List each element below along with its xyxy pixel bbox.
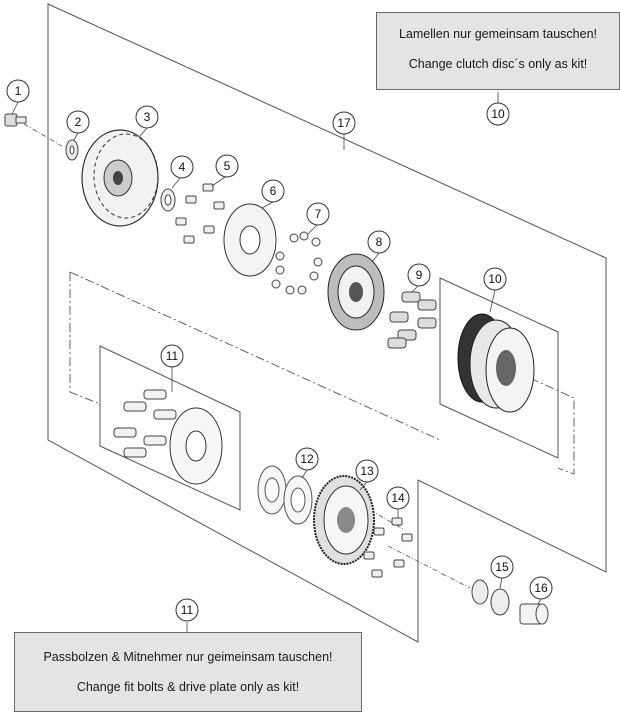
svg-text:11: 11: [181, 603, 194, 617]
callout-10-note: 10: [486, 102, 510, 126]
callout-16: 16: [529, 576, 553, 600]
svg-text:5: 5: [224, 159, 231, 173]
part-15-bearings: [471, 579, 510, 616]
part-16-bushing: [519, 603, 549, 625]
callout-2: 2: [66, 110, 90, 134]
svg-text:6: 6: [270, 184, 277, 198]
assembly-path-line: [69, 271, 575, 475]
svg-text:2: 2: [75, 115, 82, 129]
callout-markers: 1 2 3 4 5 6 7 8 9 10 10 11 11 12 13 14 1…: [6, 79, 553, 622]
svg-text:9: 9: [416, 268, 423, 282]
drive-plate-kit-note: Passbolzen & Mitnehmer nur geimeinsam ta…: [14, 632, 362, 712]
clutch-kit-note-en: Change clutch disc´s only as kit!: [408, 57, 588, 71]
part-10-clutch-discs: [457, 313, 535, 413]
part-9-springs: [387, 291, 437, 349]
svg-text:15: 15: [495, 560, 509, 574]
drive-plate-kit-note-de: Passbolzen & Mitnehmer nur geimeinsam ta…: [43, 650, 333, 664]
callout-10-part: 10: [483, 267, 507, 291]
svg-text:13: 13: [360, 464, 374, 478]
callout-13: 13: [355, 459, 379, 483]
part-1-bolt: [4, 113, 27, 127]
clutch-kit-note-de: Lamellen nur gemeinsam tauschen!: [398, 27, 598, 41]
callout-15: 15: [490, 555, 514, 579]
callout-5: 5: [215, 154, 239, 178]
svg-text:4: 4: [179, 160, 186, 174]
svg-text:3: 3: [144, 110, 151, 124]
svg-text:14: 14: [391, 491, 405, 505]
callout-12: 12: [295, 447, 319, 471]
part-4-washer: [160, 188, 176, 212]
bolt-axis-line: [23, 123, 471, 589]
drive-plate-kit-frame: [99, 345, 241, 511]
svg-text:12: 12: [300, 452, 314, 466]
callout-17: 17: [332, 111, 356, 135]
callout-1: 1: [6, 79, 30, 103]
svg-text:7: 7: [315, 207, 322, 221]
callout-3: 3: [135, 105, 159, 129]
callout-11-part: 11: [160, 344, 184, 368]
drive-plate-kit-note-en: Change fit bolts & drive plate only as k…: [76, 680, 300, 694]
callout-6: 6: [261, 179, 285, 203]
part-13-primary-gear: [313, 475, 375, 565]
callout-8: 8: [367, 230, 391, 254]
assembly-outline: [47, 3, 607, 643]
clutch-kit-frame: [439, 277, 559, 459]
callout-4: 4: [170, 155, 194, 179]
clutch-kit-note: Lamellen nur gemeinsam tauschen! Change …: [376, 12, 620, 90]
callout-9: 9: [407, 263, 431, 287]
part-5-screws: [175, 183, 225, 244]
svg-text:16: 16: [534, 581, 548, 595]
svg-text:10: 10: [491, 107, 505, 121]
callout-11-note: 11: [175, 598, 199, 622]
part-11-fit-bolts: [113, 389, 177, 458]
svg-text:1: 1: [15, 84, 22, 98]
part-7-balls: [271, 231, 323, 295]
part-3-clutch-basket: [81, 129, 159, 227]
callout-14: 14: [386, 486, 410, 510]
callout-7: 7: [306, 202, 330, 226]
part-12-thrust-washers: [257, 465, 313, 525]
part-2-washer: [65, 139, 79, 161]
svg-text:10: 10: [488, 272, 502, 286]
part-14-screws: [363, 517, 413, 578]
part-6-pressure-disc: [223, 203, 277, 277]
svg-text:8: 8: [376, 235, 383, 249]
svg-text:17: 17: [337, 116, 351, 130]
part-11-drive-plate: [169, 407, 223, 485]
svg-text:11: 11: [166, 349, 179, 363]
part-8-clutch-hub: [327, 253, 385, 331]
